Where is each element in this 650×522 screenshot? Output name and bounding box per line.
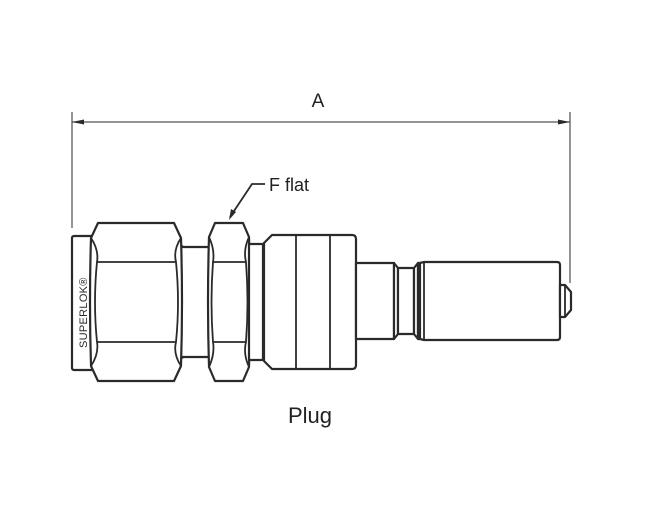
f-flat-callout: F flat — [229, 175, 309, 220]
groove — [392, 261, 420, 341]
stem — [354, 261, 396, 341]
brand-marking: SUPERLOK® — [78, 277, 90, 348]
neck-left — [176, 245, 212, 359]
callout-label: F flat — [269, 175, 309, 195]
body-hex-nut — [88, 221, 184, 383]
arrowhead-left-icon — [72, 119, 84, 125]
diagram-title: Plug — [288, 403, 332, 428]
neck-right — [247, 242, 265, 362]
collar-body — [262, 233, 358, 371]
plug-fitting: SUPERLOK® — [70, 221, 573, 383]
nose — [416, 260, 562, 342]
arrowhead-right-icon — [558, 119, 570, 125]
leader-arrowhead-icon — [229, 209, 236, 220]
dimension-label: A — [312, 91, 325, 112]
leader-line — [229, 183, 265, 218]
dimension-a: A — [71, 91, 571, 283]
locknut-hex — [206, 221, 252, 383]
